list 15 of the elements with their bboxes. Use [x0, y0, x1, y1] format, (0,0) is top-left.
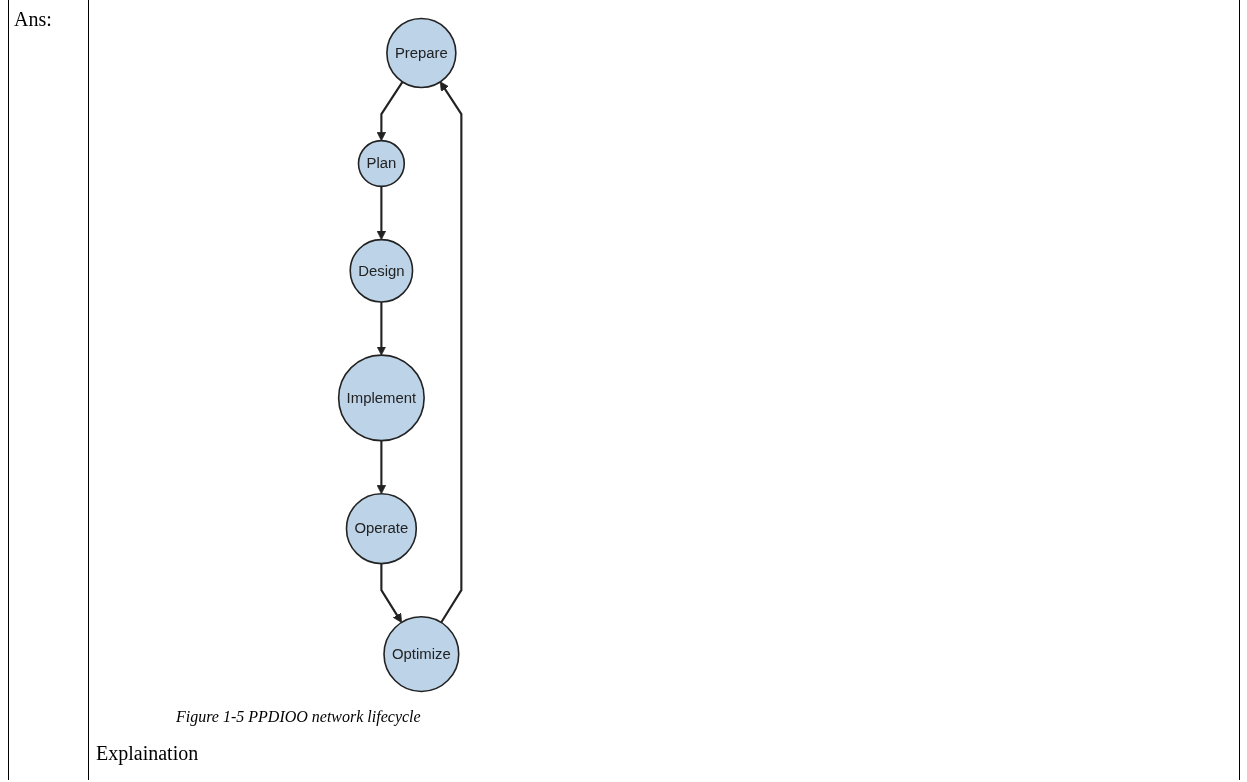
arrow [439, 81, 463, 624]
arrow [376, 440, 387, 495]
arrow [376, 301, 387, 356]
node-circle: Optimize [383, 616, 460, 693]
arrow [376, 81, 404, 142]
answer-label: Ans: [14, 8, 52, 31]
node-circle: Prepare [386, 17, 457, 89]
node-circle: Operate [345, 493, 418, 565]
arrow [380, 563, 402, 623]
node-circle: Implement [337, 354, 425, 442]
figure-caption: Figure 1-5 PPDIOO network lifecycle [176, 708, 421, 726]
node-circle: Design [349, 238, 414, 303]
arrow [376, 186, 387, 241]
node-circle: Plan [357, 139, 406, 188]
explanation-label: Explaination [96, 742, 199, 765]
